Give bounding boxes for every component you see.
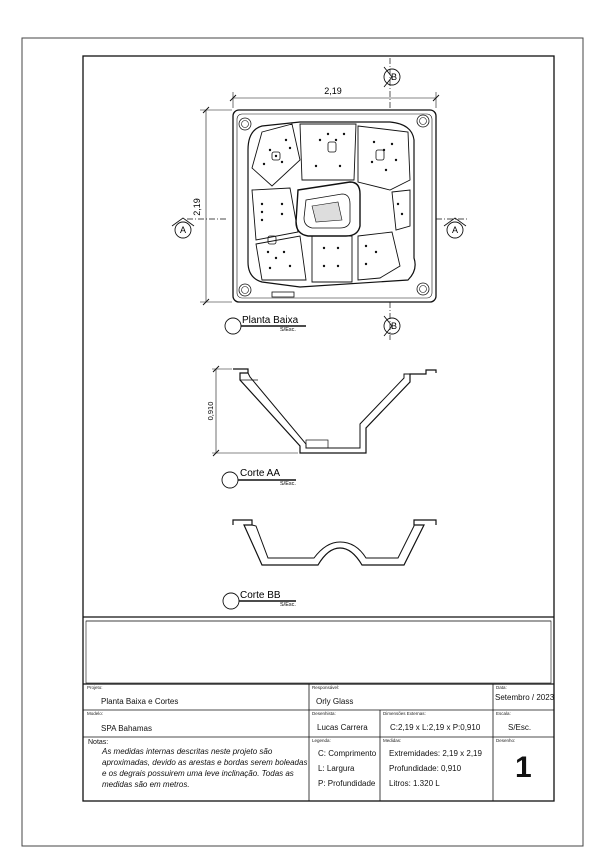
seat <box>311 235 353 283</box>
spa-outer-shell <box>232 109 437 303</box>
corner-fitting <box>238 117 252 131</box>
headrest <box>271 151 281 161</box>
plan-dimensions <box>200 92 440 306</box>
legenda-item: C: Comprimento <box>318 749 377 758</box>
section-marker-b-bottom: B <box>391 321 397 331</box>
seat <box>357 125 411 191</box>
plan-width-dim: 2,19 <box>324 86 342 96</box>
desenho-number: 1 <box>515 751 532 784</box>
responsavel-label: Responsável: <box>312 685 340 690</box>
page-border <box>21 37 584 847</box>
legenda-item: P: Profundidade <box>318 779 376 788</box>
section-marker-a-left: A <box>180 225 186 235</box>
corner-fitting <box>416 114 430 128</box>
spa-basin <box>247 121 416 288</box>
plan-view-scale: S/Esc. <box>280 327 296 333</box>
section-markers <box>171 58 468 340</box>
jets <box>260 132 404 270</box>
modelo-value: SPA Bahamas <box>101 724 152 733</box>
seat <box>357 231 401 281</box>
medidas-label: Medidas: <box>383 738 402 743</box>
seat <box>299 123 357 181</box>
corner-fitting <box>238 283 252 297</box>
escala-value: S/Esc. <box>508 723 532 732</box>
medidas-item: Profundidade: 0,910 <box>389 764 462 773</box>
responsavel-value: Orly Glass <box>316 697 354 706</box>
medidas-item: Extremidades: 2,19 x 2,19 <box>389 749 482 758</box>
view-title-bubble <box>222 592 240 610</box>
seat <box>251 187 299 241</box>
headrest <box>375 149 385 161</box>
notas-label: Notas: <box>88 739 109 746</box>
footwell <box>295 181 361 237</box>
headrest <box>267 235 277 245</box>
plan-view <box>232 109 437 303</box>
section-bb-scale: S/Esc. <box>280 602 296 608</box>
corner-fitting <box>416 282 430 296</box>
legenda-label: Legenda: <box>312 738 331 743</box>
desenho-label: Desenho: <box>496 738 516 743</box>
seat <box>251 123 301 187</box>
seat <box>255 235 307 281</box>
seat <box>391 189 411 231</box>
section-aa-title: Corte AA <box>240 468 280 479</box>
section-aa-scale: S/Esc. <box>280 481 296 487</box>
projeto-label: Projeto: <box>87 685 103 690</box>
medidas-item: Litros: 1.320 L <box>389 779 440 788</box>
modelo-label: Modelo: <box>87 711 104 716</box>
drawing-frame <box>82 55 555 802</box>
section-aa <box>233 368 437 454</box>
data-label: Data: <box>496 685 507 690</box>
dimensoes-value: C:2,19 x L:2,19 x P:0,910 <box>390 723 481 732</box>
desenhista-value: Lucas Carrera <box>317 723 368 732</box>
desenhista-label: Desenhista: <box>312 711 336 716</box>
view-title-bubble <box>224 317 242 335</box>
section-bb <box>232 519 437 566</box>
legenda-item: L: Largura <box>318 764 355 773</box>
plan-view-title: Planta Baixa <box>242 315 299 326</box>
notas-value: As medidas internas descritas neste proj… <box>102 747 308 789</box>
projeto-value: Planta Baixa e Cortes <box>101 697 179 706</box>
skimmer <box>271 291 295 298</box>
section-aa-height-dim: 0,910 <box>206 402 215 421</box>
section-marker-a-right: A <box>452 225 458 235</box>
view-title-bubble <box>221 471 239 489</box>
escala-label: Escala: <box>496 711 511 716</box>
title-block-grid <box>83 616 554 801</box>
headrest <box>327 141 337 153</box>
section-bb-title: Corte BB <box>240 590 281 601</box>
data-value: Setembro / 2023 <box>495 693 555 702</box>
section-aa-dimension <box>212 365 298 457</box>
dimensoes-label: Dimensões Externas: <box>383 711 426 716</box>
section-marker-b-top: B <box>391 72 397 82</box>
plan-depth-dim: 2,19 <box>192 198 202 216</box>
